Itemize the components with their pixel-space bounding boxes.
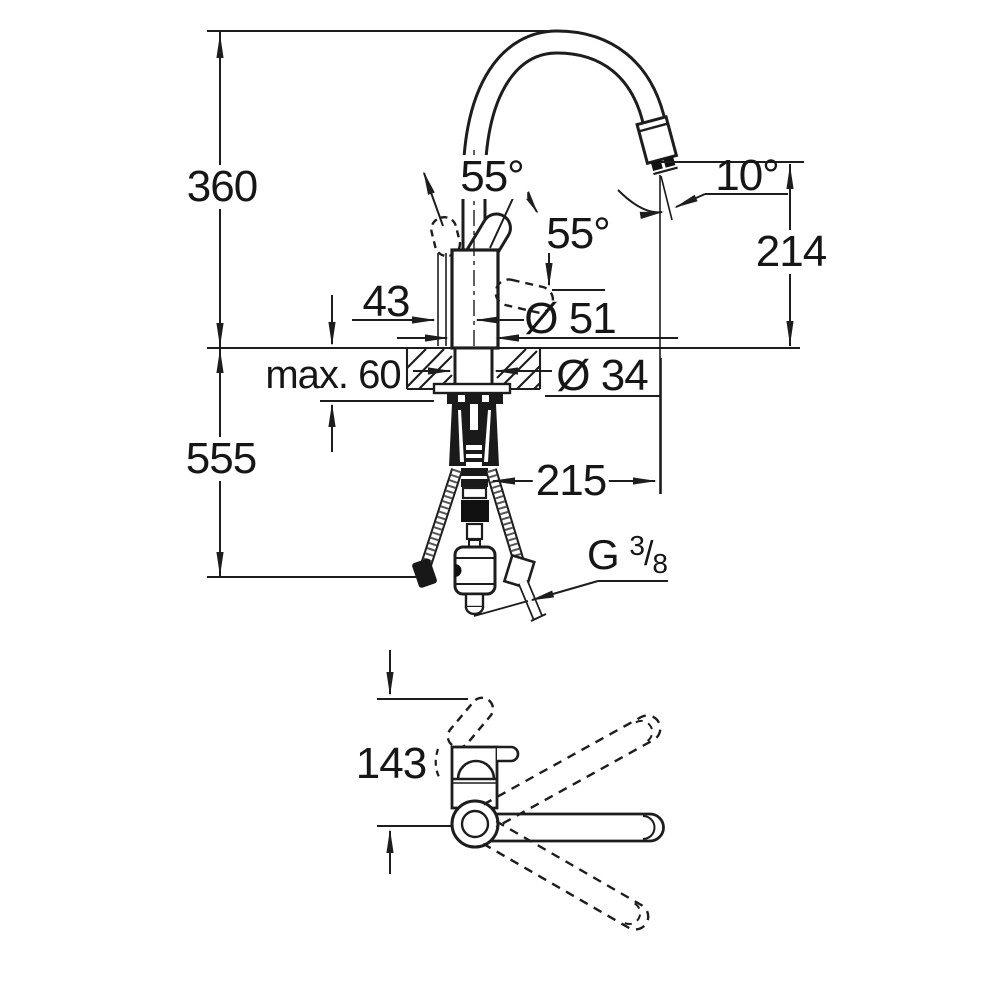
dimension-label-under-counter: 555	[182, 437, 260, 481]
top-view-lever-tab	[497, 745, 520, 763]
top-view-spout-dashed-down	[482, 820, 650, 931]
spray-head	[635, 114, 679, 176]
dimension-label-outlet-height: 214	[752, 230, 830, 274]
dimension-label-handle-angle-left: 55°	[457, 155, 527, 199]
supply-hose-right	[485, 468, 547, 622]
top-view	[434, 696, 665, 931]
dimension-label-top-view-depth: 143	[355, 739, 427, 788]
dimension-label-body-diameter: Ø 51	[524, 294, 616, 343]
thread-denominator: 8	[652, 548, 668, 579]
top-view-spout	[473, 812, 665, 843]
dimension-label-counter-thickness: max. 60	[265, 353, 401, 397]
faucet-body	[450, 248, 500, 350]
pullout-hose-weight	[453, 545, 497, 616]
dimension-label-outlet-reach: 215	[532, 459, 610, 503]
spout-arc	[461, 29, 668, 256]
thread-separator: /	[643, 535, 654, 573]
dimension-label-handle-angle-right: 55°	[546, 209, 611, 258]
dimension-label-hole-diameter: Ø 34	[556, 351, 648, 400]
dimension-label-total-height: 360	[183, 165, 261, 209]
dimension-label-spray-angle: 10°	[715, 151, 780, 200]
dimension-label-thread-size: G 3/8	[587, 531, 668, 579]
top-view-bearing	[450, 799, 500, 849]
top-view-spout-dashed-up	[482, 714, 662, 829]
supply-hose-left	[412, 468, 463, 588]
dimension-label-handle-offset: 43	[362, 277, 411, 326]
top-view-handle-dashed	[446, 696, 495, 749]
thread-numerator: 3	[629, 530, 645, 561]
handle-dashed-right	[494, 278, 555, 314]
mounting-hardware	[432, 382, 512, 548]
dimension-lines	[207, 30, 804, 874]
thread-prefix: G	[587, 531, 620, 578]
